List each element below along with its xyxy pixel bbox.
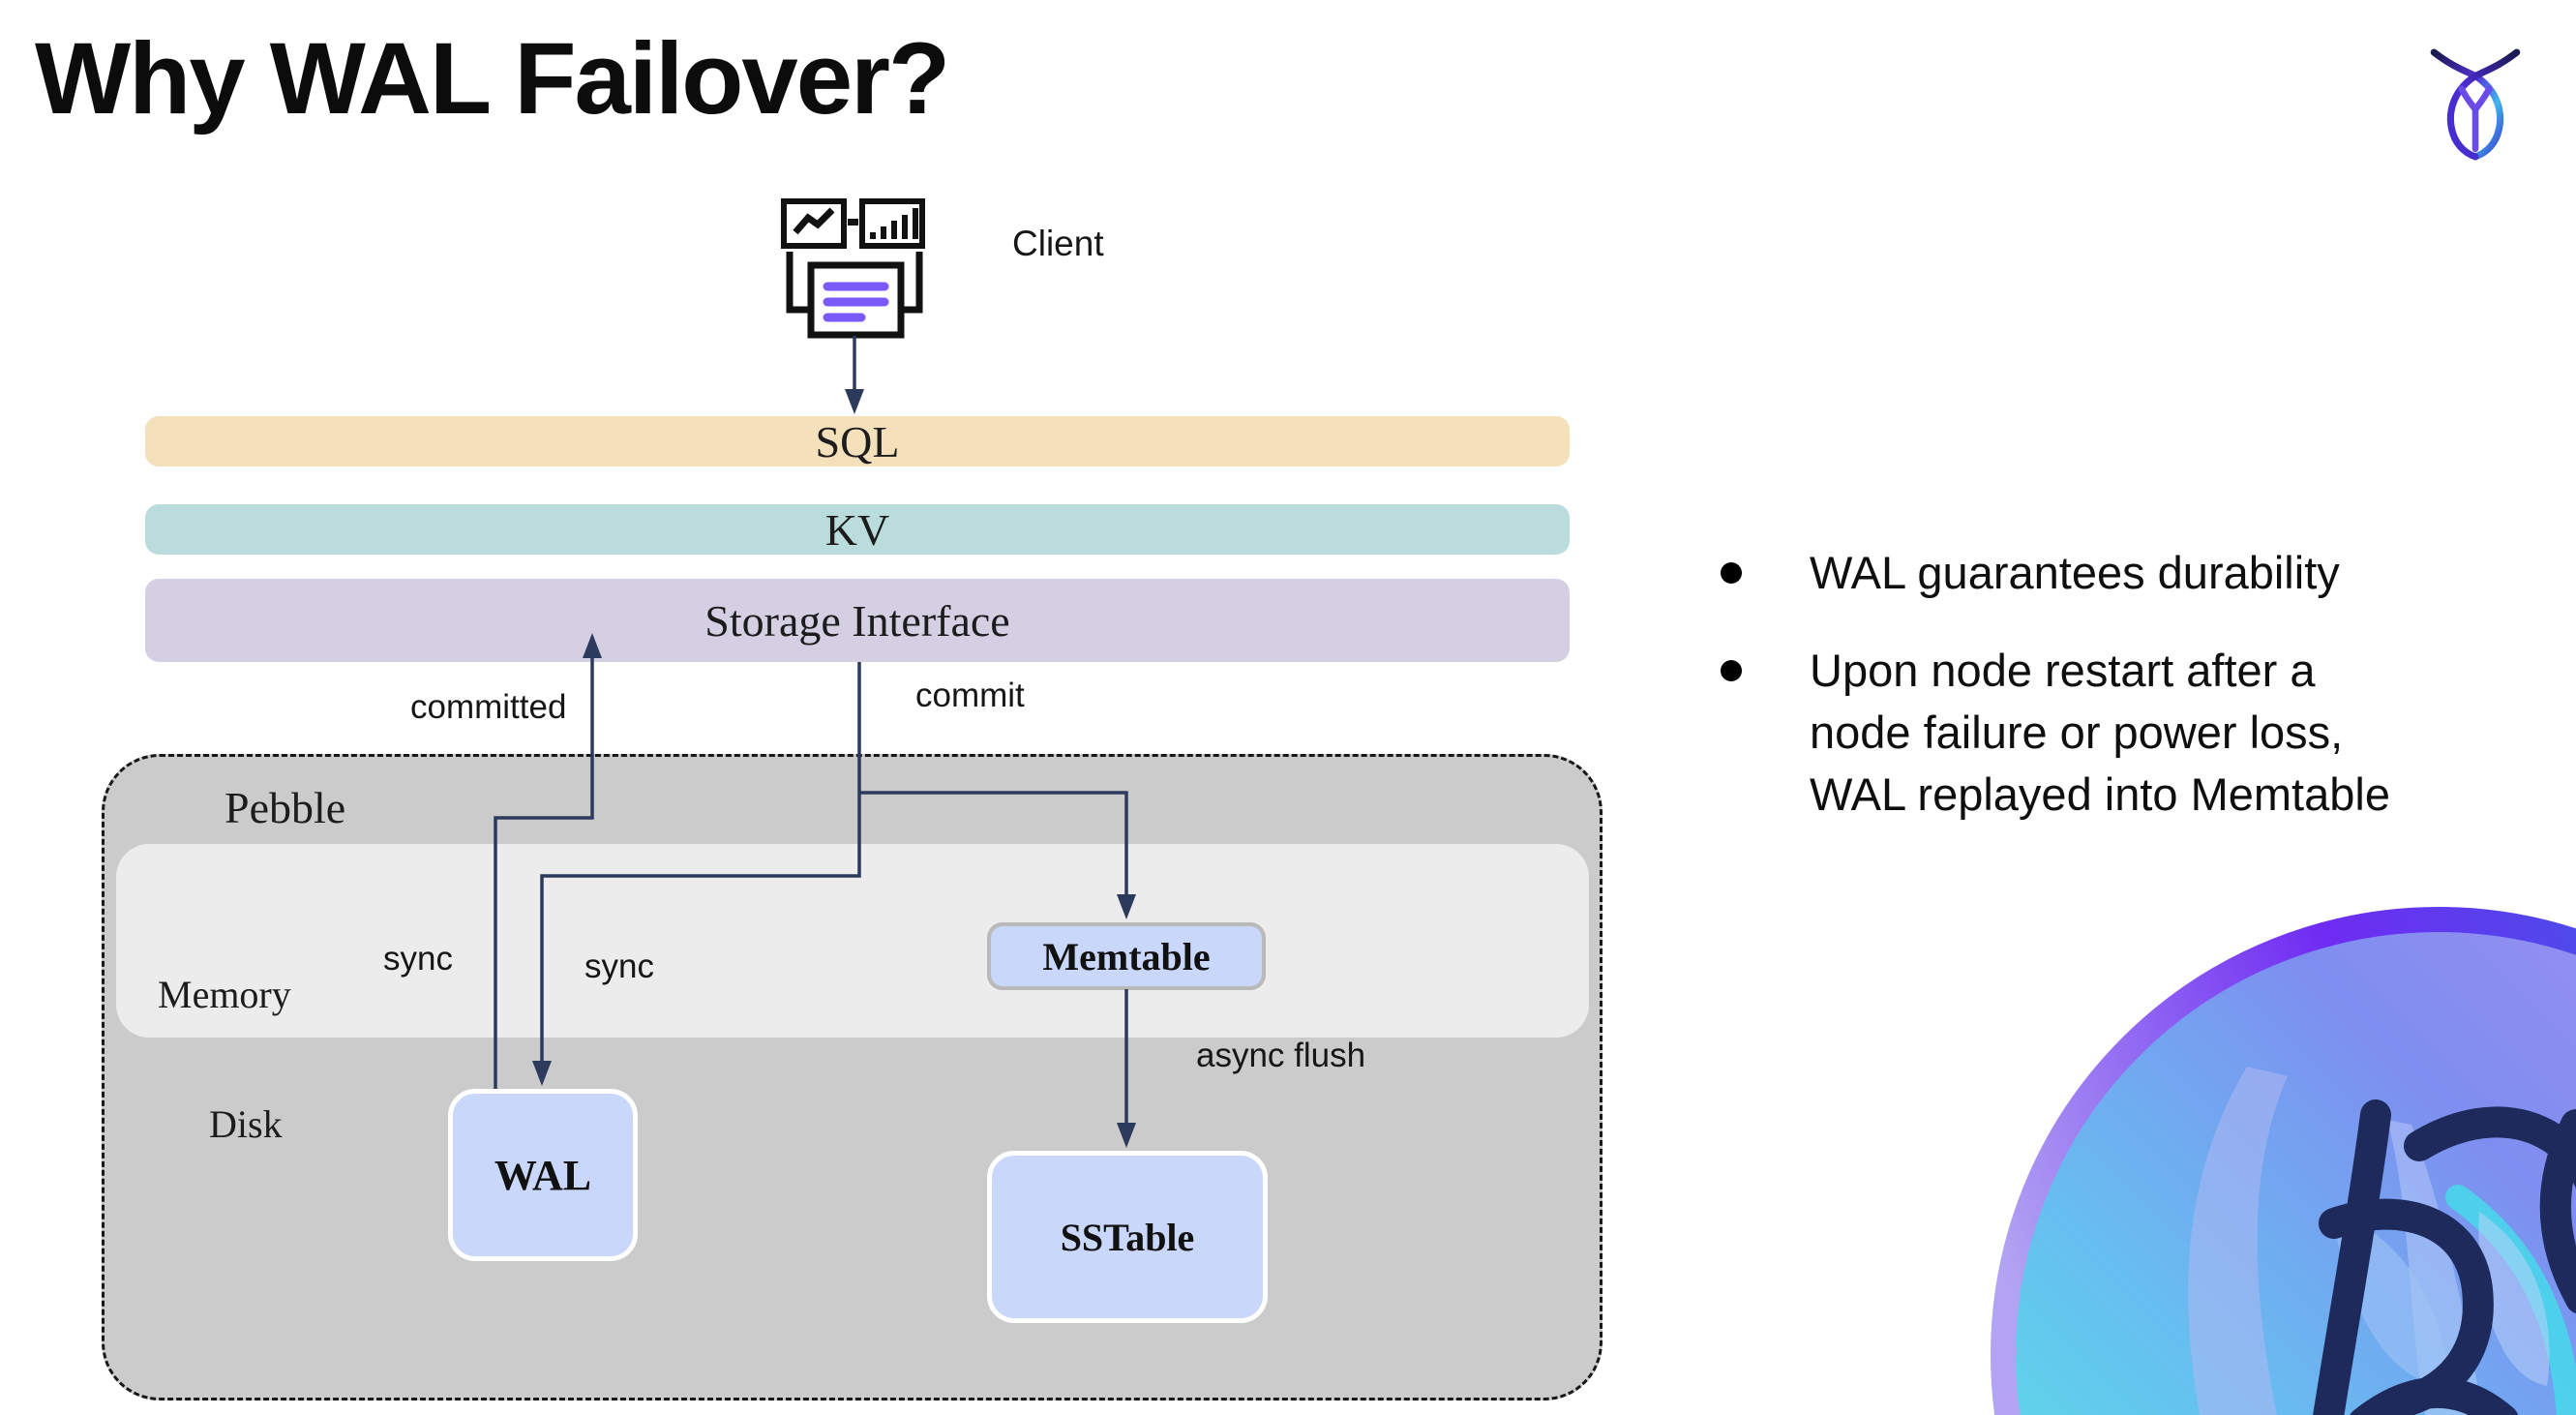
sstable-box: SSTable xyxy=(987,1151,1268,1323)
bar-3 xyxy=(891,221,897,239)
dash-icon xyxy=(848,219,858,226)
wal-box: WAL xyxy=(448,1089,638,1261)
client-icon xyxy=(781,198,925,339)
commit-label: commit xyxy=(915,677,1025,714)
kv-layer-label: KV xyxy=(824,504,890,555)
committed-label: committed xyxy=(410,688,567,726)
blue-leaf-left xyxy=(2188,1067,2288,1415)
navy-glyph xyxy=(2313,1099,2576,1415)
bar-4 xyxy=(902,215,908,239)
sql-layer-bar: SQL xyxy=(145,416,1570,467)
cockroach-logo-icon xyxy=(2430,48,2521,161)
logo-stem xyxy=(2458,85,2493,153)
logo-right-arc xyxy=(2430,48,2504,161)
line-chart-glyph xyxy=(793,207,835,235)
memory-band xyxy=(116,844,1589,1038)
memtable-box: Memtable xyxy=(987,922,1266,990)
storage-interface-label: Storage Interface xyxy=(704,595,1010,646)
async-flush-label: async flush xyxy=(1196,1037,1366,1074)
sync-right-label: sync xyxy=(584,948,654,985)
glyph-leaf-2 xyxy=(2478,1212,2550,1386)
document-lines xyxy=(823,282,889,322)
sql-layer-label: SQL xyxy=(815,416,900,467)
page-title: Why WAL Failover? xyxy=(35,22,950,135)
bullet-dot xyxy=(1721,660,1742,681)
line-chart-icon xyxy=(781,198,847,249)
bullet-item: Upon node restart after a node failure o… xyxy=(1721,640,2553,826)
bar-1 xyxy=(870,232,876,239)
storage-interface-layer-bar: Storage Interface xyxy=(145,579,1570,662)
blue-circle xyxy=(2003,919,2576,1415)
bullet-dot xyxy=(1721,562,1742,584)
memory-label: Memory xyxy=(158,973,291,1016)
bullet-item: WAL guarantees durability xyxy=(1721,542,2553,604)
bullet-line: Upon node restart after a xyxy=(1810,645,2316,696)
sstable-label: SSTable xyxy=(1060,1215,1195,1259)
brand-decoration xyxy=(1991,907,2576,1415)
bullet-line: WAL replayed into Memtable xyxy=(1810,768,2390,820)
bar-5 xyxy=(913,208,918,239)
pebble-label: Pebble xyxy=(225,783,346,832)
blue-circle-rim xyxy=(1991,907,2576,1415)
bullet-line: node failure or power loss, xyxy=(1810,707,2344,758)
logo-left-arc xyxy=(2446,48,2521,161)
bullet-line: WAL guarantees durability xyxy=(1810,547,2340,598)
kv-layer-bar: KV xyxy=(145,504,1570,555)
client-label: Client xyxy=(1012,224,1104,263)
wal-label: WAL xyxy=(494,1151,592,1199)
memtable-label: Memtable xyxy=(1042,934,1211,978)
bar-2 xyxy=(881,226,886,239)
sync-left-label: sync xyxy=(383,940,453,978)
bullet-list: WAL guarantees durability Upon node rest… xyxy=(1721,542,2553,861)
disk-label: Disk xyxy=(209,1102,283,1146)
